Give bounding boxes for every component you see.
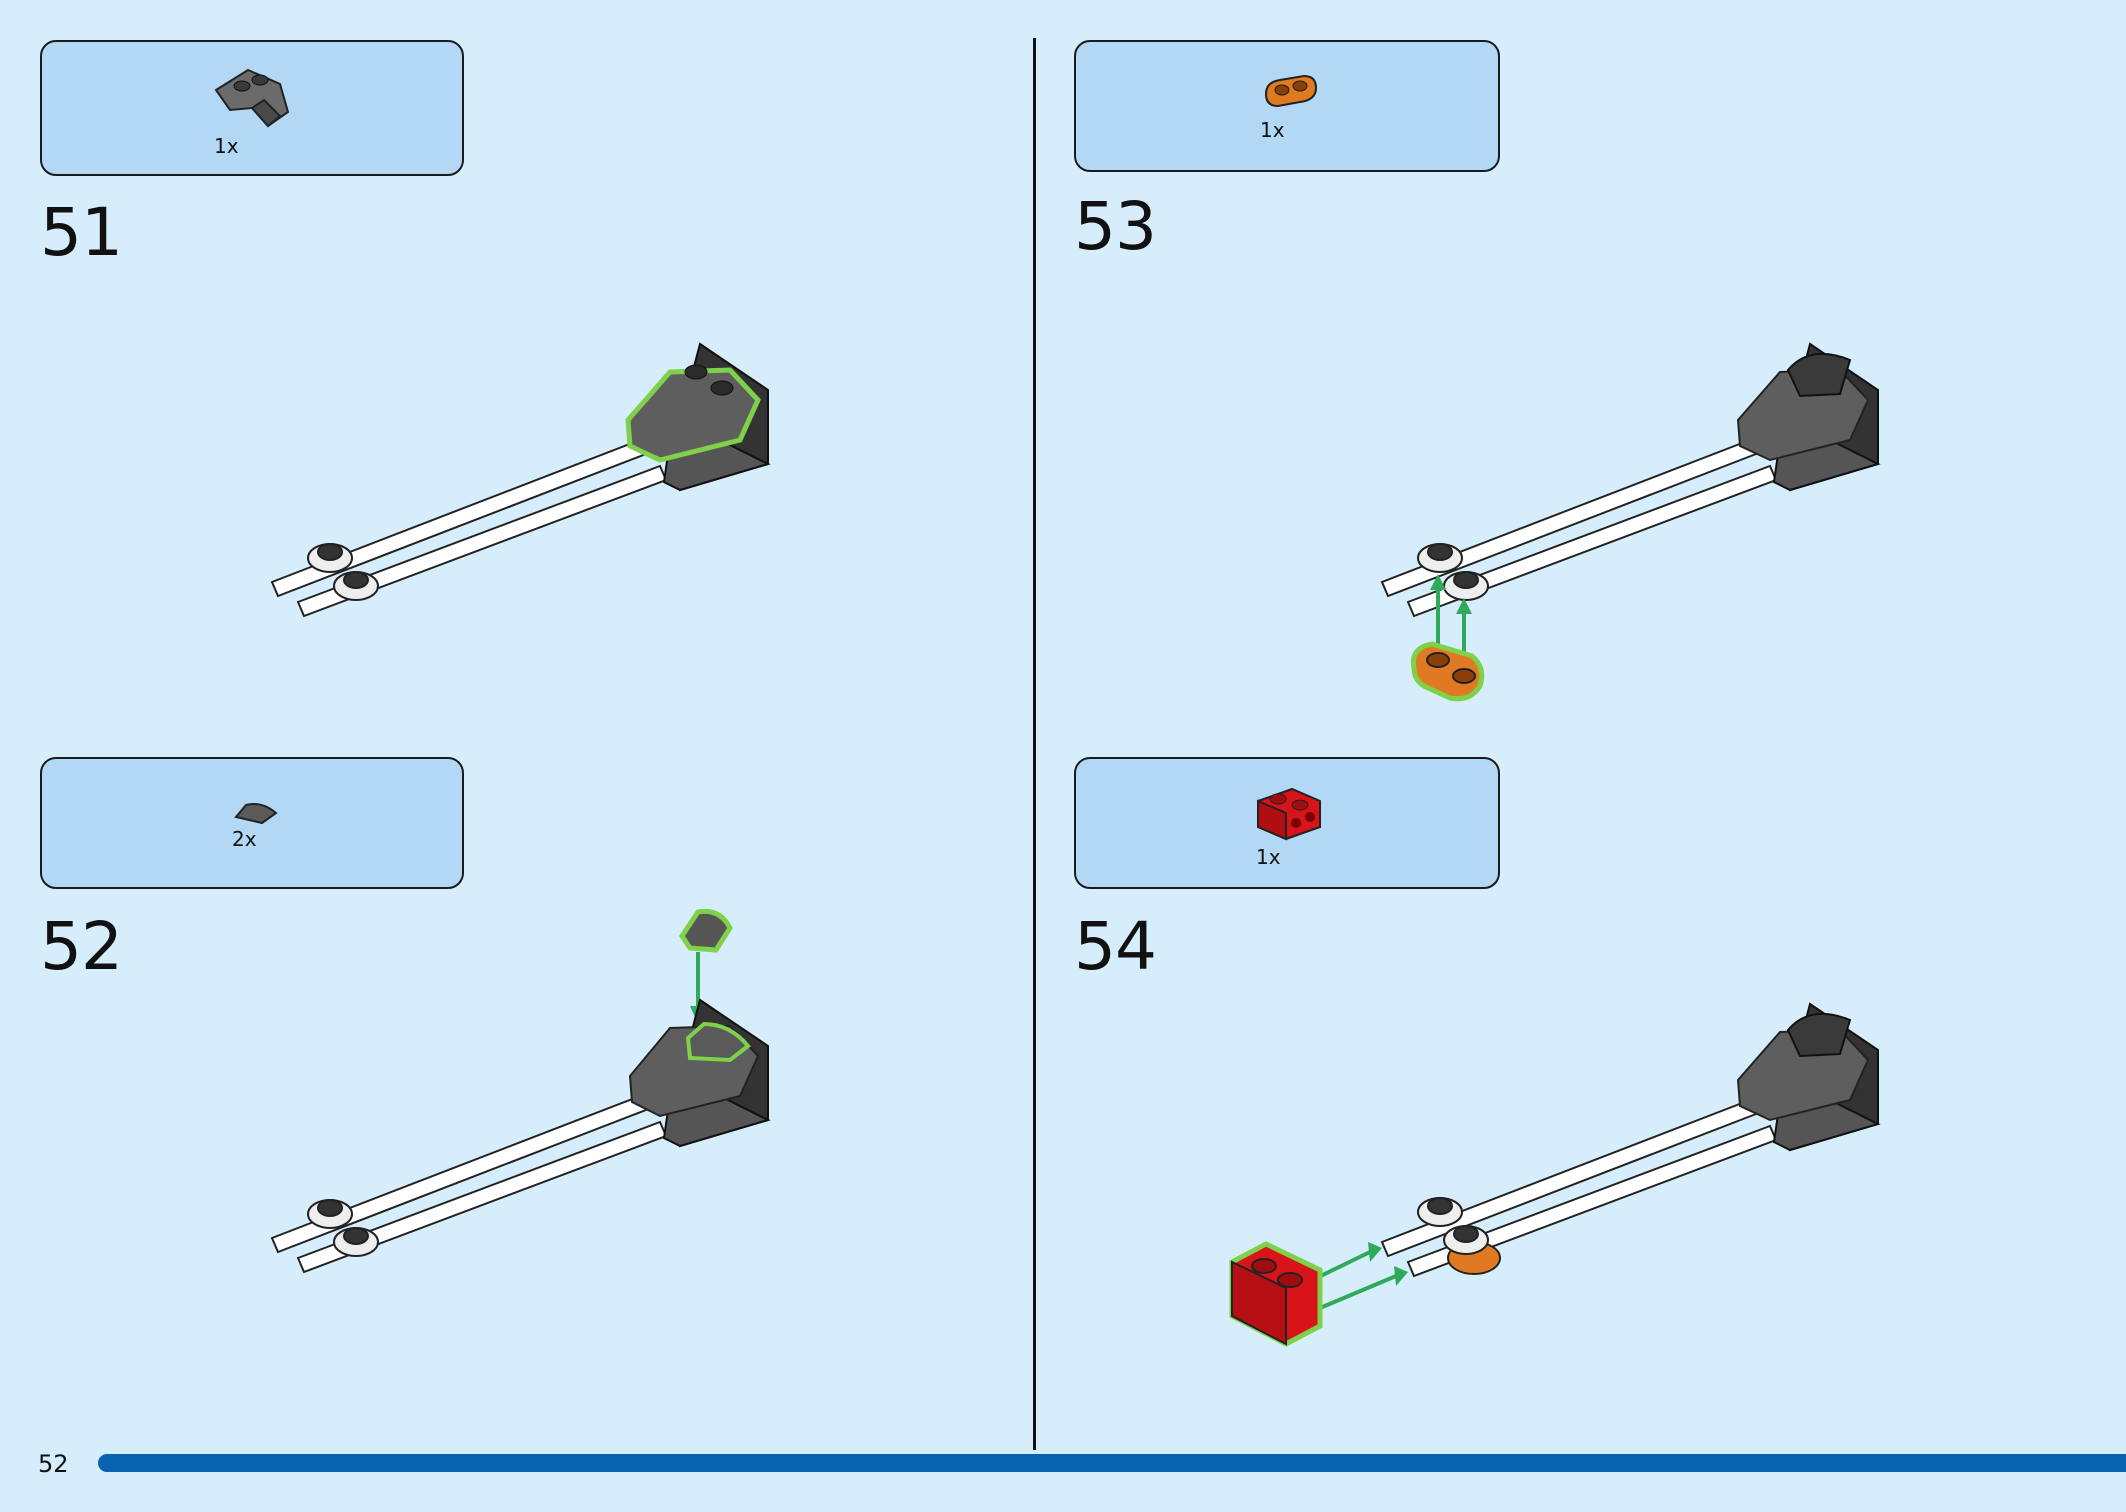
assembly-illustration-step-54 (1229, 1002, 1881, 1347)
part-quantity: 1x (1256, 845, 1281, 869)
page-number: 52 (38, 1450, 69, 1478)
assembly-illustration-step-52 (270, 908, 771, 1274)
step-number: 53 (1074, 188, 1157, 265)
step-number: 51 (40, 194, 123, 271)
dark-grey-quarter-tile-icon (234, 803, 278, 825)
part-quantity: 2x (232, 827, 257, 851)
parts-box-step-53: 1x (1074, 40, 1500, 172)
parts-box-step-51: 1x (40, 40, 464, 176)
parts-box-step-52: 2x (40, 757, 464, 889)
parts-box-step-54: 1x (1074, 757, 1500, 889)
assembly-illustration-step-51 (270, 342, 771, 618)
step-number: 54 (1074, 908, 1157, 985)
dark-grey-wedge-plate-icon (214, 68, 290, 128)
assembly-illustration-step-53 (1380, 342, 1881, 702)
part-quantity: 1x (1260, 118, 1285, 142)
step-number: 52 (40, 908, 123, 985)
orange-1x2-plate-icon (1264, 74, 1318, 108)
column-divider (1033, 38, 1036, 1450)
progress-bar (98, 1454, 2126, 1472)
part-quantity: 1x (214, 134, 239, 158)
red-1x2-brick-icon (1257, 787, 1321, 841)
